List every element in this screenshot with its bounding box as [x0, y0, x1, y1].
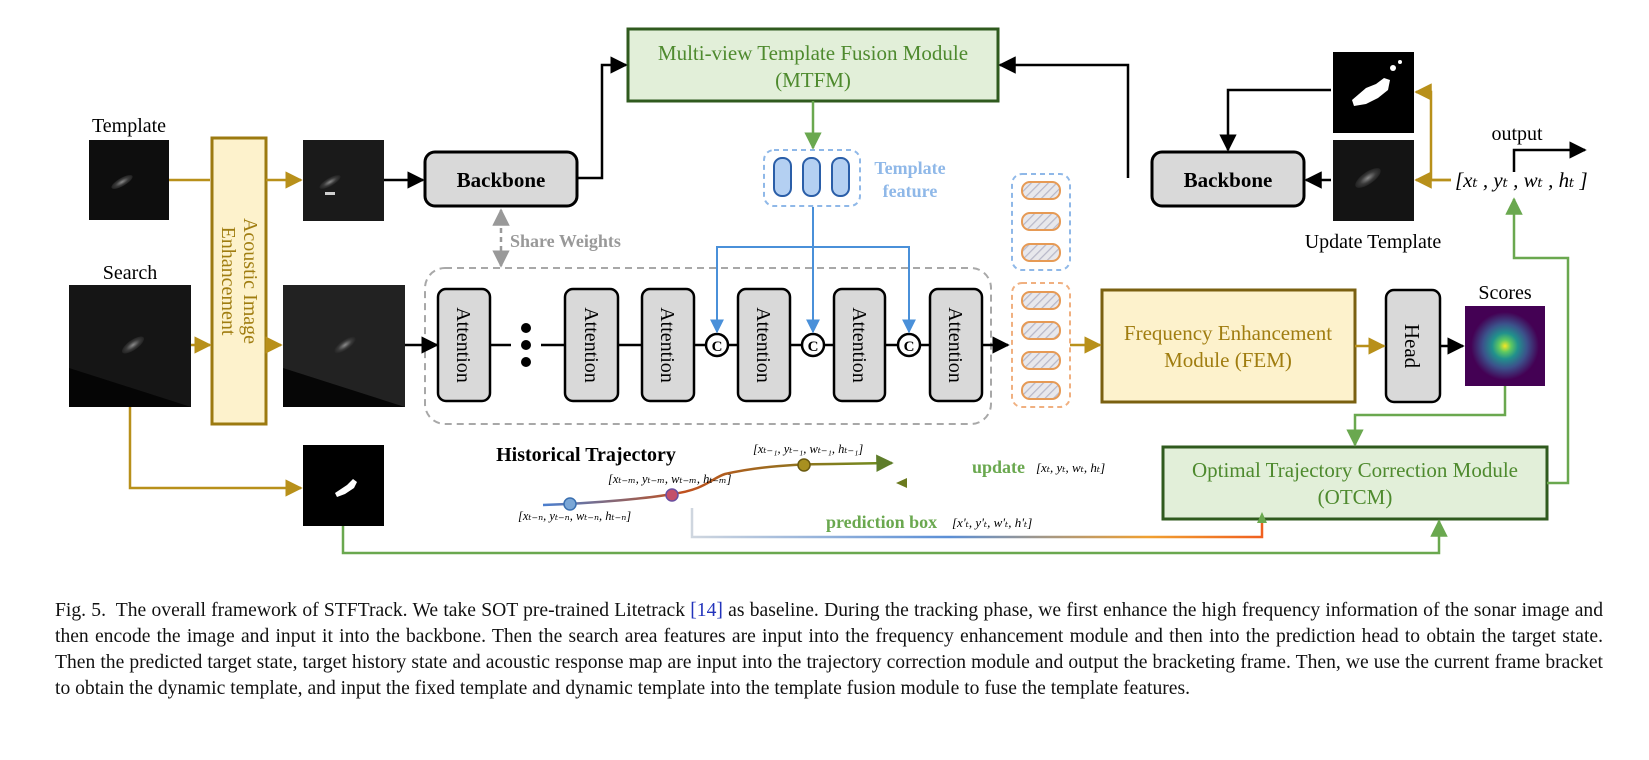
backbone-right-box: Backbone: [1150, 150, 1306, 208]
template-feature-block: [763, 149, 861, 207]
fem-box: Frequency Enhancement Module (FEM): [1100, 288, 1357, 404]
trajectory-state-n: [xₜ₋ₙ, yₜ₋ₙ, wₜ₋ₙ, hₜ₋ₙ]: [518, 509, 631, 523]
update-state: [xₜ, yₜ, wₜ, hₜ]: [1036, 460, 1105, 475]
search-label: Search: [103, 262, 157, 284]
fused-template-tokens: [1011, 173, 1071, 271]
trajectory-point-n: [563, 497, 577, 511]
trajectory-point-prev: [797, 458, 811, 472]
template-image: [89, 140, 169, 220]
fem-label-line1: Frequency Enhancement: [1124, 321, 1332, 345]
figure-caption: Fig. 5. The overall framework of STFTrac…: [55, 598, 1603, 702]
prediction-box-label: prediction box: [826, 512, 937, 532]
mtfm-box: Multi-view Template Fusion Module (MTFM): [626, 27, 1000, 103]
prediction-box-path: [690, 508, 1264, 539]
attention-block-1: Attention: [436, 287, 492, 403]
attention-block-3: Attention: [640, 287, 696, 403]
otcm-box: Optimal Trajectory Correction Module (OT…: [1161, 445, 1549, 521]
otcm-label-line2: (OTCM): [1318, 485, 1393, 509]
attention-label-3: Attention: [656, 307, 678, 383]
concat-node-2: C: [800, 332, 826, 358]
gold-flow-arrows: [128, 83, 1451, 497]
otcm-label-line1: Optimal Trajectory Correction Module: [1192, 458, 1518, 482]
attention-label-1: Attention: [452, 307, 474, 383]
search-image: [69, 285, 191, 407]
search-feature-tokens: [1011, 282, 1071, 408]
fem-label-line2: Module (FEM): [1164, 348, 1292, 372]
update-template-image: [1333, 140, 1414, 221]
template-label: Template: [92, 115, 166, 137]
trajectory-state-m: [xₜ₋ₘ, yₜ₋ₘ, wₜ₋ₘ, hₜ₋ₘ]: [608, 472, 732, 486]
historical-trajectory-title: Historical Trajectory: [496, 444, 676, 466]
attention-block-4: Attention: [736, 287, 792, 403]
concat-label-3: C: [904, 339, 915, 355]
concat-label-2: C: [808, 339, 819, 355]
backbone-left-box: Backbone: [423, 150, 579, 208]
enhanced-search-image: [283, 285, 405, 407]
attention-block-6: Attention: [928, 287, 984, 403]
citation-link[interactable]: [14]: [690, 600, 723, 621]
backbone-right-label: Backbone: [1184, 168, 1273, 192]
black-flow-arrows: [384, 56, 1465, 355]
trajectory-point-m: [665, 488, 679, 502]
share-weights-label: Share Weights: [510, 231, 621, 251]
caption-prefix: Fig. 5. The overall framework of STFTrac…: [55, 600, 691, 621]
head-label: Head: [1400, 324, 1424, 369]
output-state: [xₜ , yₜ , wₜ , hₜ ]: [1455, 168, 1588, 192]
update-mask-image: [1333, 52, 1414, 133]
binary-mask-image: [303, 445, 384, 526]
template-feature-label-line1: Template: [874, 158, 945, 178]
prediction-box-state: [x'ₜ, y'ₜ, w'ₜ, h'ₜ]: [952, 515, 1032, 530]
output-arrow: [1512, 141, 1587, 172]
framework-diagram: Template Search Update Template Acoustic…: [69, 27, 1588, 555]
update-arrow-head: [896, 478, 907, 488]
head-box: Head: [1384, 288, 1442, 404]
mtfm-label-line1: Multi-view Template Fusion Module: [658, 41, 968, 65]
attention-label-6: Attention: [944, 307, 966, 383]
concat-node-1: C: [704, 332, 730, 358]
ellipsis-dots: [521, 323, 531, 367]
attention-block-2: Attention: [563, 287, 620, 403]
trajectory-curve: [542, 454, 894, 507]
caption-suffix: as baseline. During the tracking phase, …: [55, 600, 1603, 699]
attention-block-5: Attention: [832, 287, 887, 403]
template-feature-label-line2: feature: [883, 181, 938, 201]
update-label: update: [972, 457, 1025, 477]
green-flow-arrows: [341, 101, 1570, 555]
trajectory-state-prev: [xₜ₋₁, yₜ₋₁, wₜ₋₁, hₜ₋₁]: [753, 442, 863, 456]
backbone-left-label: Backbone: [457, 168, 546, 192]
attention-label-2: Attention: [580, 307, 602, 383]
output-label: output: [1491, 123, 1543, 145]
update-template-label: Update Template: [1305, 231, 1442, 253]
concat-node-3: C: [896, 332, 922, 358]
enhanced-template-image: [303, 140, 384, 221]
scores-heatmap: [1465, 306, 1545, 386]
acoustic-label-line2: Enhancement: [217, 227, 239, 336]
acoustic-label-line1: Acoustic Image: [239, 218, 261, 344]
template-feature-injection-arrows: [710, 207, 916, 334]
concat-label-1: C: [712, 339, 723, 355]
mtfm-label-line2: (MTFM): [775, 68, 851, 92]
attention-label-4: Attention: [752, 307, 774, 383]
attention-label-5: Attention: [848, 307, 870, 383]
prediction-box-arrow-head: [1257, 512, 1267, 523]
scores-label: Scores: [1478, 282, 1532, 304]
acoustic-image-enhancement-box: Acoustic Image Enhancement: [210, 136, 268, 426]
